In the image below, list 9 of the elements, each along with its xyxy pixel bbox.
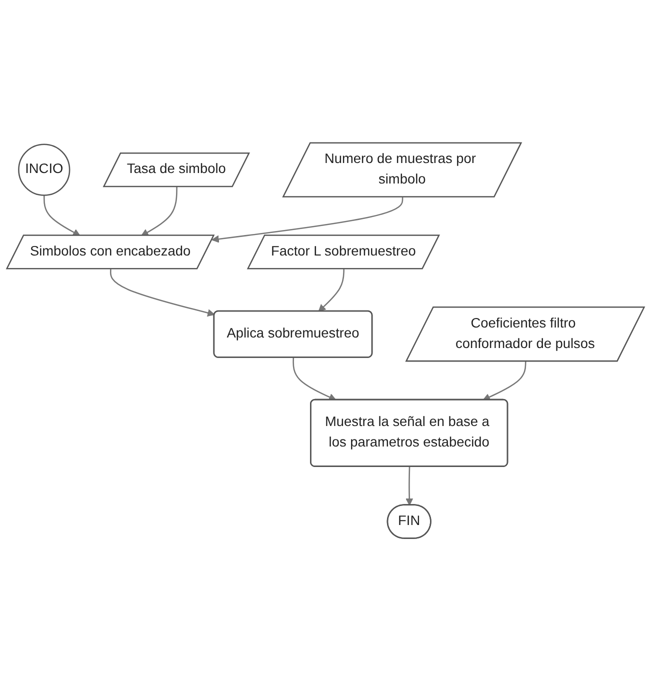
arrow [292,358,336,402]
arrow [482,362,526,401]
node-circle: INCIO [18,144,70,196]
arrow [44,196,80,236]
arrow [110,270,215,317]
arrow [318,270,344,312]
arrow [406,467,414,506]
arrow [212,198,404,244]
arrow [141,187,178,236]
